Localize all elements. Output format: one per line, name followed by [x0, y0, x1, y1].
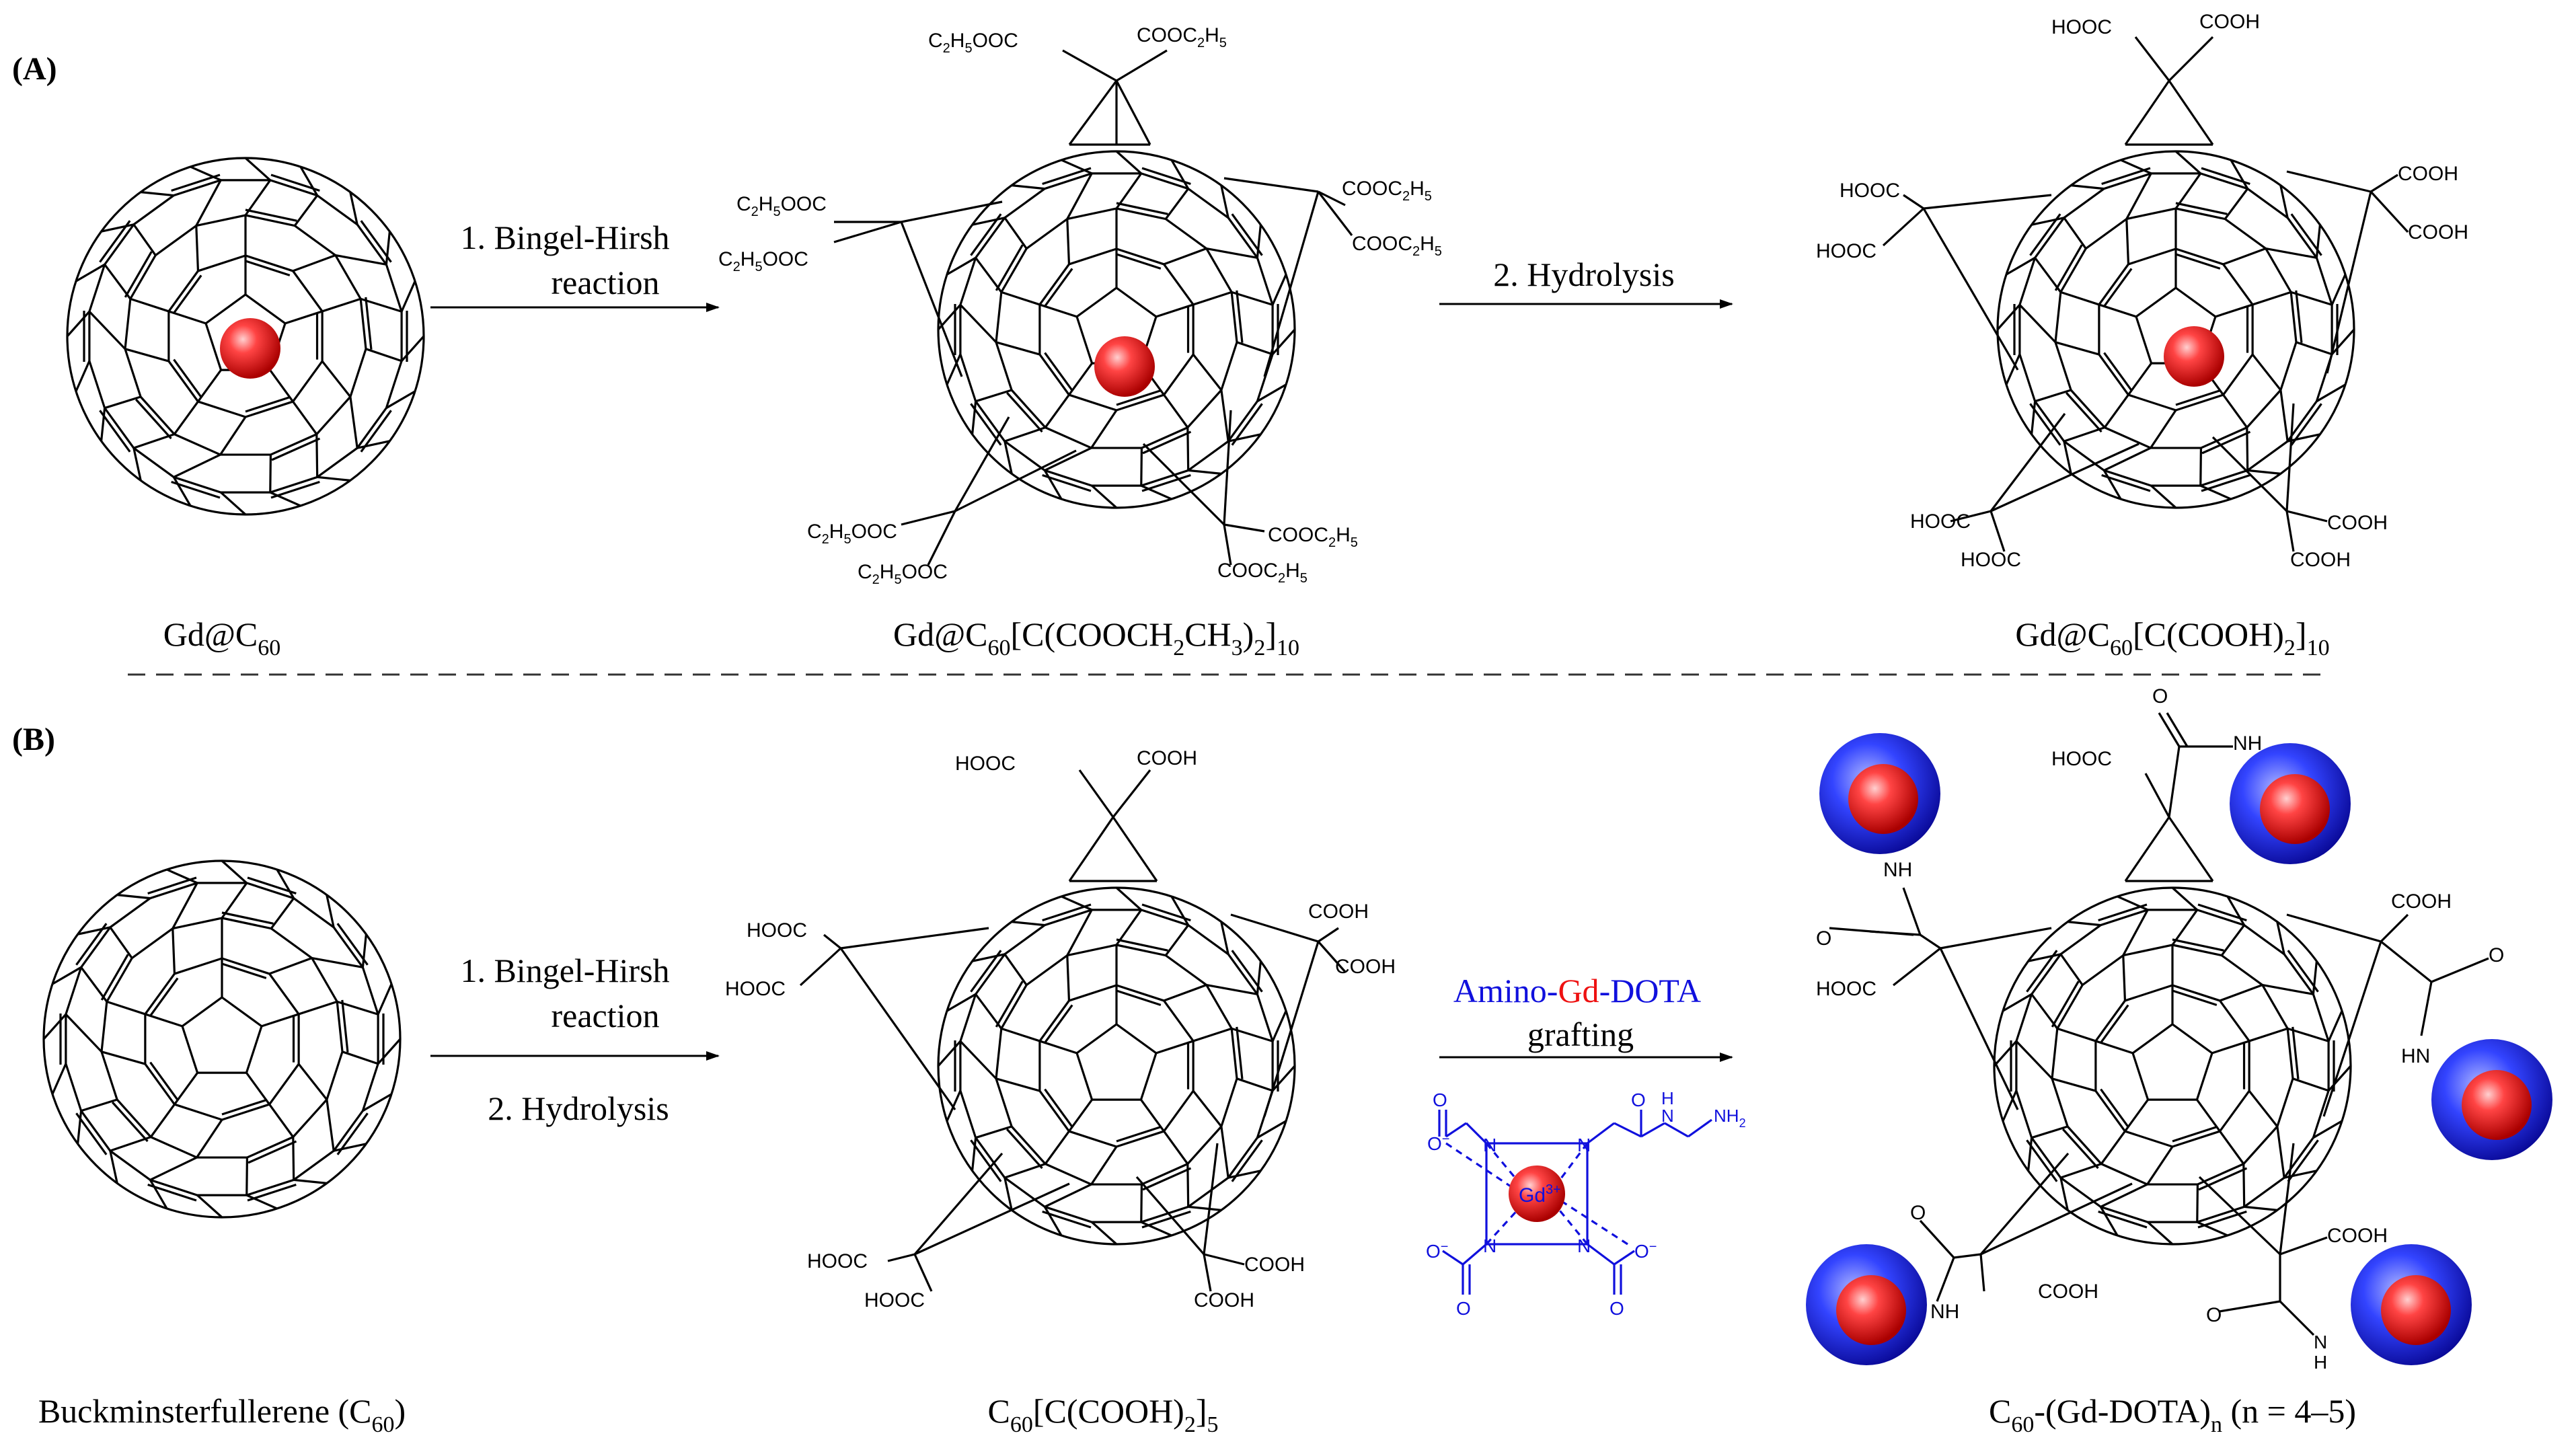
dota-o-2: O	[1631, 1090, 1646, 1110]
ester-bottom-right-2: COOC2H5	[1217, 560, 1308, 586]
gd-dota-sphere-icon	[2431, 1039, 2552, 1160]
acid-top-right: COOH	[2199, 11, 2260, 33]
acid-top-right: COOH	[1137, 747, 1197, 769]
product-acid-right: COOH	[2391, 890, 2452, 913]
dota-n-3: N	[1483, 1235, 1497, 1256]
product-acid-top: HOOC	[2051, 748, 2112, 770]
gd-dota-sphere-icon	[2230, 743, 2351, 864]
dota-o-1: O	[1433, 1090, 1447, 1110]
ester-left-2: C2H5OOC	[718, 248, 808, 274]
reagent-action: grafting	[1527, 1016, 1634, 1053]
c60-acid-molecule: HOOC COOH HOOC HOOC COOH COOH HOOC HOOC …	[725, 747, 1396, 1311]
dota-o-4: O	[1609, 1298, 1624, 1319]
gd3-label: Gd3+	[1519, 1182, 1561, 1207]
acid-left-1: HOOC	[747, 919, 807, 942]
acid-top-left: HOOC	[955, 753, 1016, 775]
step-a2: 2. Hydrolysis	[1493, 256, 1674, 293]
step-a1-line2: reaction	[551, 264, 659, 301]
ester-right-2: COOC2H5	[1352, 233, 1442, 259]
acid-bottom-right-1: COOH	[2327, 512, 2388, 534]
acid-bottom-right-2: COOH	[1194, 1289, 1254, 1311]
amide-n: N	[1661, 1106, 1674, 1126]
gd-atom-icon	[2164, 326, 2224, 387]
dota-o-3: O	[1456, 1298, 1471, 1319]
dota-o-minus-2: O−	[1426, 1239, 1448, 1262]
acid-right-2: COOH	[1335, 956, 1396, 978]
product-o-top: O	[2152, 685, 2168, 708]
acid-bottom-right-2: COOH	[2290, 549, 2351, 571]
caption-gd-c60-acid: Gd@C60[C(COOH)2]10	[2015, 615, 2329, 660]
gd-atom-icon	[220, 318, 280, 379]
panel-b-label: (B)	[12, 722, 55, 757]
acid-left-2: HOOC	[1816, 240, 1877, 262]
acid-bottom-left-1: HOOC	[1910, 510, 1971, 533]
fullerene-cage-icon	[42, 859, 402, 1219]
product-hn-right: HN	[2401, 1045, 2430, 1067]
fullerene-cage-icon	[1993, 886, 2352, 1246]
acid-right-1: COOH	[2398, 163, 2458, 185]
product-o-right: O	[2489, 944, 2504, 966]
product-o-bottom-right: O	[2206, 1304, 2222, 1326]
amine-nh2: NH2	[1714, 1106, 1746, 1130]
caption-c60-gd-dota: C60-(Gd-DOTA)n (n = 4–5)	[1989, 1392, 2356, 1437]
acid-bottom-left-1: HOOC	[807, 1250, 868, 1272]
ester-left-1: C2H5OOC	[736, 193, 827, 219]
product-o-bottom-left: O	[1910, 1202, 1926, 1224]
product-acid-bottom-right: COOH	[2327, 1225, 2388, 1247]
panel-a-label: (A)	[12, 51, 57, 87]
caption-gd-c60-ester: Gd@C60[C(COOCH2CH3)2]10	[893, 615, 1299, 660]
ester-bottom-left-1: C2H5OOC	[807, 521, 897, 547]
step-b1-line1: 1. Bingel-Hirsh	[460, 952, 669, 989]
step-b1-line2: reaction	[551, 997, 659, 1034]
gd-atom-icon	[1094, 336, 1155, 397]
caption-c60: Buckminsterfullerene (C60)	[38, 1392, 406, 1437]
gd-c60-molecule	[66, 157, 425, 516]
fullerene-cage-icon	[937, 886, 1296, 1246]
step-b2: 2. Hydrolysis	[488, 1090, 669, 1127]
dota-n-1: N	[1483, 1135, 1497, 1155]
acid-bottom-left-2: HOOC	[864, 1289, 925, 1311]
acid-right-2: COOH	[2408, 221, 2468, 243]
c60-gd-dota-molecule: HOOC O NH O NH HOOC COOH O HN O NH COOH …	[1806, 685, 2552, 1373]
gd-atom-icon	[1509, 1166, 1565, 1222]
acid-right-1: COOH	[1308, 901, 1369, 923]
product-nh-bottom-right: N	[2314, 1332, 2327, 1352]
product-nh-top: NH	[2233, 732, 2262, 755]
product-h-bottom-right: H	[2314, 1352, 2327, 1373]
caption-gd-c60: Gd@C60	[163, 615, 281, 660]
product-nh-left: NH	[1883, 859, 1912, 881]
product-nh-bottom-left: NH	[1930, 1301, 1959, 1323]
ester-right-1: COOC2H5	[1342, 178, 1432, 204]
fullerene-cage-icon	[1996, 150, 2355, 509]
product-o-left: O	[1816, 927, 1831, 950]
reagent-name: Amino-Gd-DOTA	[1453, 972, 1701, 1009]
product-acid-left: HOOC	[1816, 978, 1877, 1000]
step-a1-line1: 1. Bingel-Hirsh	[460, 219, 669, 256]
ester-top-left: C2H5OOC	[928, 30, 1018, 56]
ester-bottom-left-2: C2H5OOC	[858, 561, 948, 587]
acid-left-1: HOOC	[1840, 180, 1900, 202]
amide-h: H	[1661, 1088, 1674, 1108]
acid-left-2: HOOC	[725, 978, 786, 1000]
ester-bottom-right-1: COOC2H5	[1268, 524, 1358, 550]
dota-o-minus-3: O−	[1634, 1239, 1657, 1262]
amino-gd-dota-structure: Gd3+ N N N N O O− O O− O O− O H N NH2	[1426, 1088, 1746, 1319]
c60-molecule	[42, 859, 402, 1219]
acid-bottom-right-1: COOH	[1244, 1254, 1305, 1276]
product-acid-bottom: COOH	[2038, 1281, 2098, 1303]
gd-c60-ester-molecule: C2H5OOC COOC2H5 C2H5OOC C2H5OOC COOC2H5 …	[718, 24, 1442, 587]
dota-o-minus-1: O−	[1427, 1132, 1449, 1154]
gd-dota-sphere-icon	[1806, 1244, 1927, 1365]
dota-n-2: N	[1577, 1135, 1591, 1155]
gd-dota-sphere-icon	[2351, 1244, 2472, 1365]
gd-c60-acid-molecule: HOOC COOH HOOC HOOC COOH COOH HOOC HOOC …	[1816, 11, 2468, 571]
dota-n-4: N	[1577, 1235, 1591, 1256]
caption-c60-acid: C60[C(COOH)2]5	[988, 1392, 1219, 1437]
acid-bottom-left-2: HOOC	[1961, 549, 2021, 571]
gd-dota-sphere-icon	[1819, 733, 1940, 854]
acid-top-left: HOOC	[2051, 16, 2112, 38]
ester-top-right: COOC2H5	[1137, 24, 1227, 50]
